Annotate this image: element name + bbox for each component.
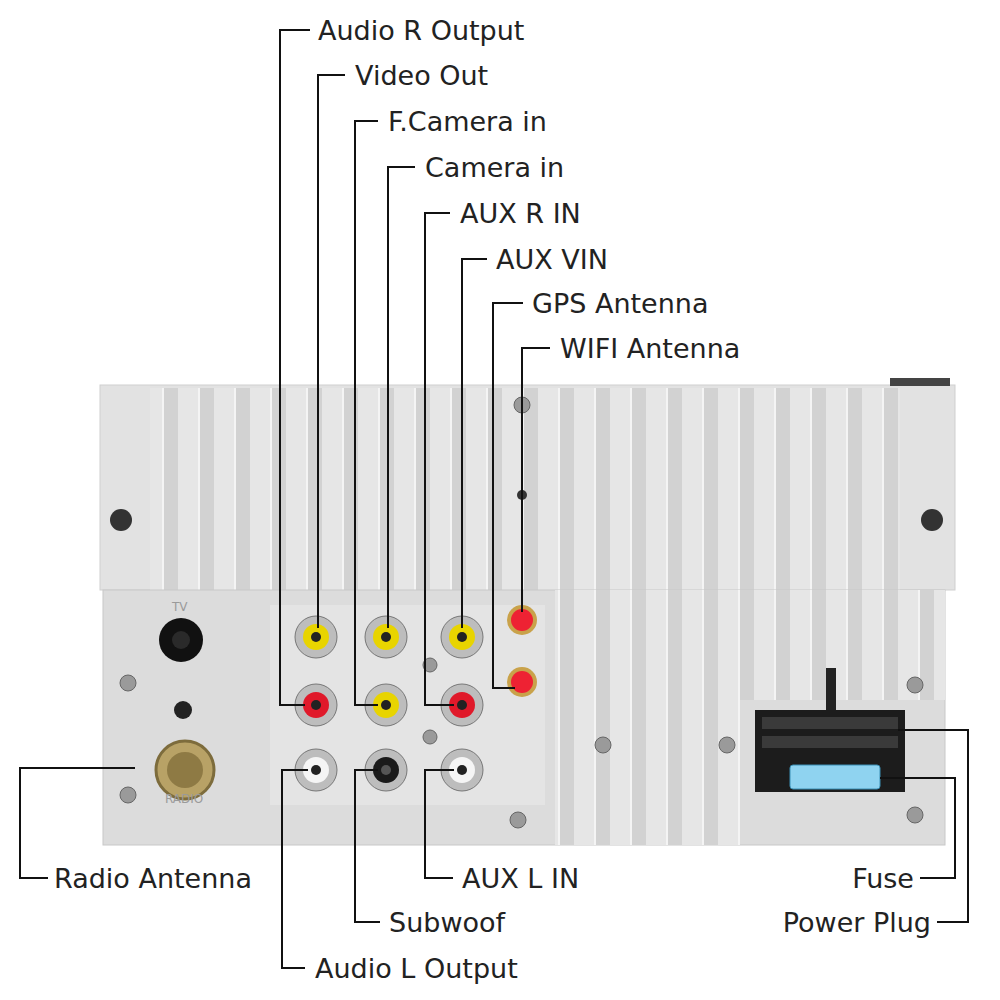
power-plug-pins [762,736,898,748]
part-label: WIFI Antenna [560,335,740,362]
part-label: Radio Antenna [54,865,252,892]
leader-line [388,167,415,628]
power-plug-pins [762,717,898,729]
corner-tab [890,378,950,386]
leader-line [318,75,345,628]
leader-line [355,121,378,705]
leader-line [355,770,380,922]
power-plug [755,710,905,792]
heatsink-fins [150,388,900,590]
part-label: Audio R Output [318,17,524,44]
rca-jack [365,616,407,658]
leader-line [898,730,968,922]
leader-line [425,213,454,705]
part-label: AUX R IN [460,200,581,227]
rca-jack [457,700,467,710]
screw [423,730,437,744]
rear-panel [103,590,945,845]
part-label: Camera in [425,154,564,181]
rca-jack [295,616,337,658]
screw [907,807,923,823]
tv-connector [159,618,203,662]
mount-hole [921,509,943,531]
sma-jack [511,671,533,693]
rca-jack [381,632,391,642]
part-label: Power Plug [783,909,931,936]
radio-antenna-socket [156,741,214,799]
rca-jack [311,700,321,710]
rca-jack [381,765,391,775]
tv-connector [172,631,190,649]
leader-line [425,770,454,878]
leader-lines [20,30,968,968]
part-label: F.Camera in [388,108,547,135]
rca-jack [457,632,467,642]
sma-jack [511,609,533,631]
screw [510,812,526,828]
part-label: AUX L IN [462,865,579,892]
leader-line [880,778,955,878]
part-label: AUX VIN [496,246,608,273]
part-label: Fuse [852,865,914,892]
radio-antenna-socket [167,752,203,788]
vent-hole [174,701,192,719]
leader-line [462,259,487,628]
leader-line [280,30,310,705]
rca-jack [457,765,467,775]
part-label: GPS Antenna [532,290,708,317]
part-label: Subwoof [389,909,505,936]
leader-line [522,348,550,612]
panel-fins [555,700,740,845]
panel-fins [555,590,945,700]
rca-jack [311,765,321,775]
part-label: Video Out [355,62,488,89]
rca-jack [303,624,329,650]
screw [120,675,136,691]
fuse [790,765,880,789]
panel-marking: TV [172,601,188,613]
part-label: Audio L Output [315,955,518,982]
rca-jack [311,632,321,642]
leader-line [20,768,135,878]
rca-jack [381,700,391,710]
leader-line [493,303,523,688]
heatsink-body [100,385,955,590]
rca-jack [303,692,329,718]
rca-jack [373,624,399,650]
screw [907,677,923,693]
jack-plate [270,605,545,805]
leader-line [282,770,308,968]
panel-marking: RADIO [165,793,203,805]
sma-jack [507,667,537,697]
screw [120,787,136,803]
screw [595,737,611,753]
mount-hole [110,509,132,531]
plug-tab [826,668,836,712]
screw [719,737,735,753]
